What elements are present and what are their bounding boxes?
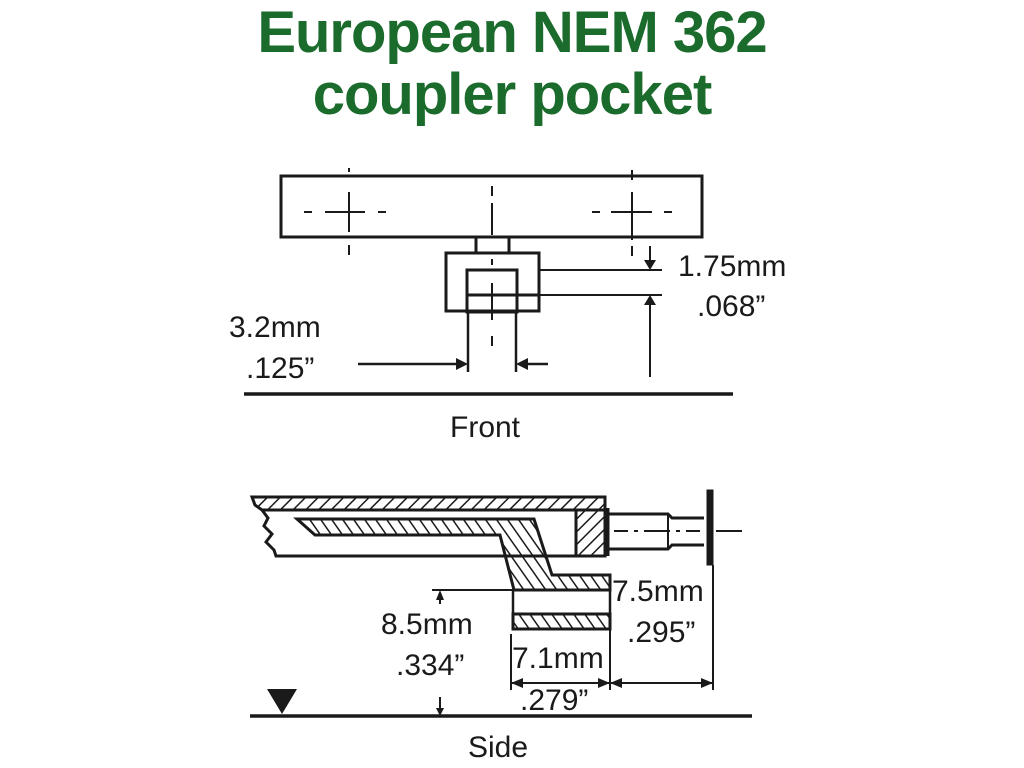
front-dim-height-inch: .068” xyxy=(697,290,765,323)
front-dim-height-mm: 1.75mm xyxy=(678,250,786,283)
side-dim-extension-inch: .295” xyxy=(627,616,695,649)
buffer-beam xyxy=(279,174,704,239)
rail-top-triangle-icon xyxy=(267,689,297,714)
headstock xyxy=(574,508,607,558)
title-line-2: coupler pocket xyxy=(312,62,713,127)
side-dim-height-mm: 8.5mm xyxy=(381,608,473,641)
buffer-head xyxy=(706,489,714,566)
pocket-opening xyxy=(465,268,519,314)
front-view xyxy=(244,168,733,396)
front-dim-width-inch: .125” xyxy=(246,352,314,385)
front-view-caption: Front xyxy=(450,411,521,444)
pocket-lower-wall xyxy=(511,612,612,631)
side-dim-pocket-mm: 7.1mm xyxy=(512,642,604,675)
side-dim-height-inch: .334” xyxy=(396,649,464,682)
buffer-center-mark-left xyxy=(304,168,386,255)
side-view-caption: Side xyxy=(468,731,528,764)
title-line-1: European NEM 362 xyxy=(257,0,767,65)
front-dim-width-mm: 3.2mm xyxy=(229,311,321,344)
side-view xyxy=(249,489,752,718)
diagram-title: European NEM 362 coupler pocket xyxy=(0,2,1024,126)
side-dim-extension-mm: 7.5mm xyxy=(612,575,704,608)
side-dim-pocket-inch: .279” xyxy=(520,684,588,717)
buffer-center-mark-right xyxy=(592,170,672,256)
frame-top xyxy=(249,495,607,512)
